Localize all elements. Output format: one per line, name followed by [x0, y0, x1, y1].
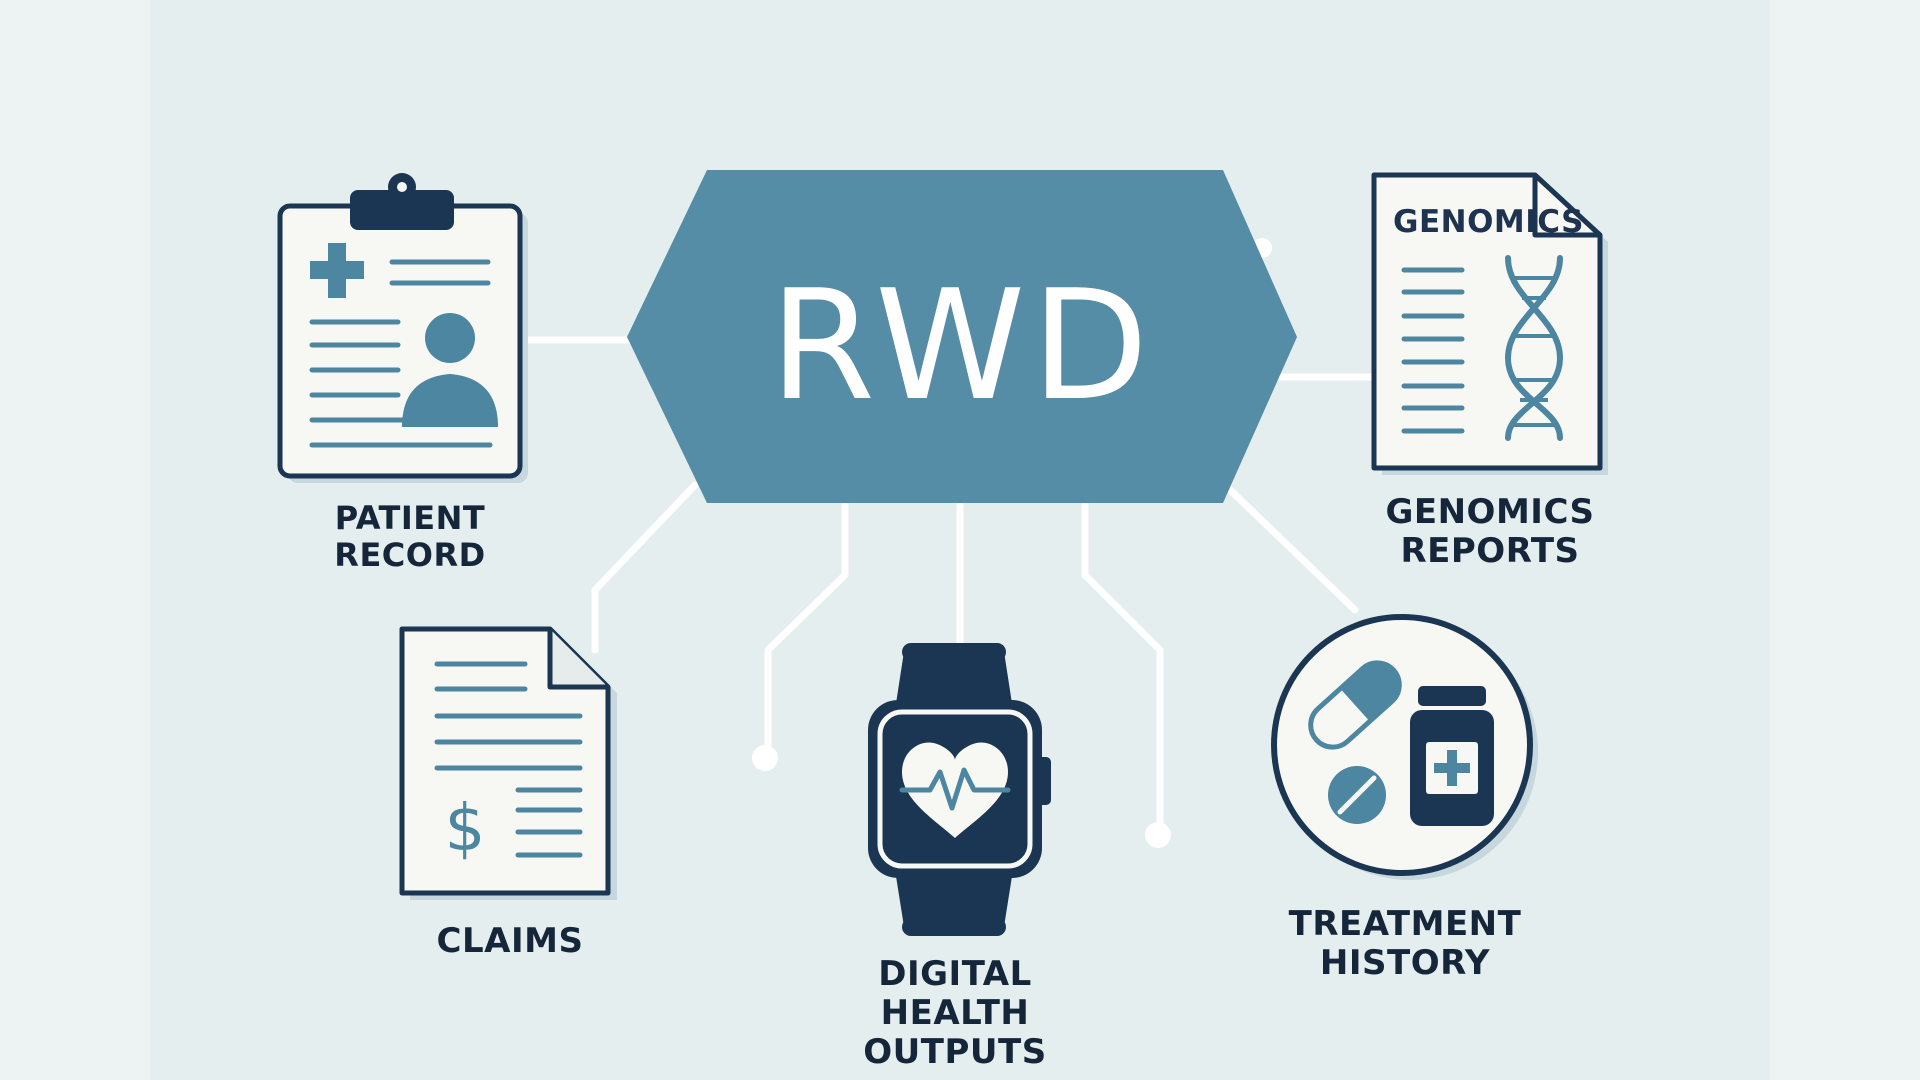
dollar-sign-icon: $ [445, 792, 486, 866]
connector-claims [591, 481, 699, 654]
genomics-reports-label: GENOMICS REPORTS [1385, 492, 1595, 572]
medicine-bottle-icon [1410, 686, 1494, 826]
treatment-history-icon [1271, 614, 1538, 880]
person-avatar-icon [402, 313, 498, 427]
heart-rate-icon [899, 742, 1011, 838]
tablet-pill-icon [1328, 766, 1386, 824]
connector-digital-right [1081, 501, 1164, 834]
claims-label: CLAIMS [436, 921, 584, 961]
connector-node-digital-left [752, 745, 778, 771]
genomics-doc-title: GENOMICS [1393, 204, 1584, 240]
connector-node-digital-right [1145, 822, 1171, 848]
smartwatch-icon [868, 643, 1051, 936]
claims-document-icon: $ [399, 626, 617, 900]
connector-digital-left [764, 501, 849, 754]
capsule-pill-icon [1308, 660, 1402, 750]
left-margin-band [0, 0, 150, 1080]
right-margin-band [1770, 0, 1920, 1080]
treatment-history-label: TREATMENT HISTORY [1288, 904, 1522, 984]
medical-cross-icon [310, 243, 364, 298]
rwd-hexagon [627, 170, 1297, 503]
digital-health-outputs-label: DIGITAL HEALTH OUTPUTS [863, 954, 1047, 1073]
connector-lines [516, 238, 1384, 848]
genomics-report-icon: GENOMICS [1371, 172, 1608, 475]
rwd-hexagon-label: RWD [770, 257, 1155, 434]
patient-record-label: PATIENT RECORD [334, 499, 486, 574]
patient-record-icon [277, 173, 528, 483]
connector-treatment [1221, 481, 1359, 614]
dna-helix-icon [1504, 255, 1564, 441]
